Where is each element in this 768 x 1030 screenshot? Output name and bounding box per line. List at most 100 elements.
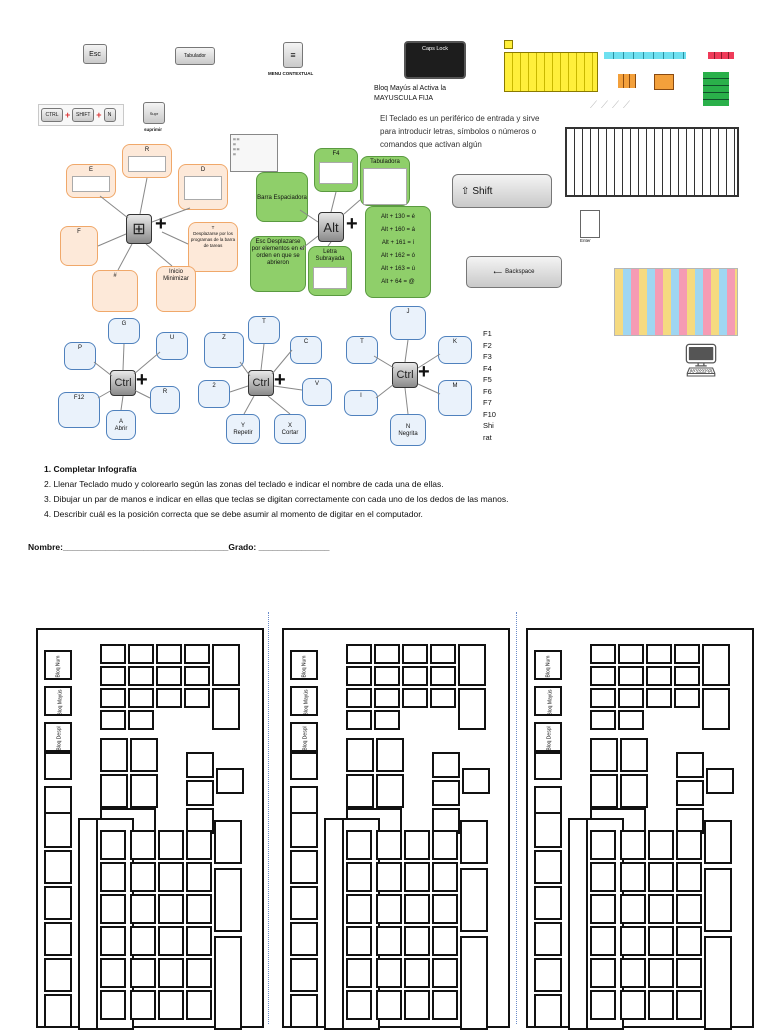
ctrl-key: CTRL — [41, 108, 63, 122]
blank-key-cell — [376, 738, 404, 772]
blank-key-cell — [346, 894, 372, 924]
keyboard-outline-image — [565, 127, 739, 197]
blank-key-cell — [158, 862, 184, 892]
cut-line — [516, 612, 517, 1024]
blank-key-cell — [706, 768, 734, 794]
blank-key-cell — [346, 990, 372, 1020]
blank-key-cell — [130, 862, 156, 892]
diagram-connectors — [93, 177, 441, 415]
lock-indicator-key: Bloq Num — [290, 650, 318, 680]
blank-key-cell — [186, 894, 212, 924]
blank-key-cell — [462, 768, 490, 794]
plus-icon: + — [65, 110, 71, 120]
blank-key-cell — [568, 818, 588, 1030]
blank-key-cell — [648, 990, 674, 1020]
blank-key-cell — [618, 644, 644, 664]
blank-key-cell — [346, 958, 372, 988]
blank-key-cell — [376, 926, 402, 956]
lock-indicator-key: Bloq Despl — [534, 722, 562, 752]
blank-key-cell — [290, 958, 318, 992]
blank-key-cell — [458, 644, 486, 686]
cyan-key-row — [604, 52, 686, 59]
blank-key-cell — [676, 958, 702, 988]
blank-key-cell — [186, 830, 212, 860]
blank-key-cell — [156, 666, 182, 686]
bloq-mayus-line1: Bloq Mayús al Activa la — [374, 85, 446, 92]
instruction-4: 4. Describir cuál es la posición correct… — [44, 509, 423, 519]
ctrl-shift-n-image: CTRL + SHIFT + N — [38, 104, 124, 126]
enter-label: Enter — [580, 238, 591, 243]
blank-key-cell — [702, 688, 730, 730]
blank-key-cell — [374, 688, 400, 708]
blank-key-cell — [620, 774, 648, 808]
blank-key-cell — [184, 666, 210, 686]
blank-key-cell — [212, 688, 240, 730]
blank-key-cell — [214, 868, 242, 932]
blank-key-cell — [676, 862, 702, 892]
ctrl-key-right: Ctrl — [392, 362, 418, 388]
cut-line — [268, 612, 269, 1024]
yellow-key-top — [504, 40, 513, 49]
bubble-r2: R — [150, 386, 180, 414]
blank-key-cell — [158, 926, 184, 956]
blank-key-cell — [44, 812, 72, 848]
blank-key-cell — [590, 644, 616, 664]
nombre-grado-line: Nombre:_________________________________… — [28, 542, 330, 552]
blank-key-cell — [620, 990, 646, 1020]
plus-sign: + — [346, 213, 358, 235]
pausa-key — [44, 752, 72, 780]
blank-key-cell — [432, 926, 458, 956]
blank-key-cell — [676, 926, 702, 956]
blank-key-cell — [212, 644, 240, 686]
blank-key-cell — [676, 894, 702, 924]
lock-indicator-label: Bloq Num — [301, 655, 308, 678]
bloq-despl-key — [44, 786, 72, 814]
blank-key-cell — [346, 774, 374, 808]
lock-indicator-label: Bloq Mayús — [547, 689, 554, 716]
shift-key-small: SHIFT — [72, 108, 95, 122]
blank-key-cell — [432, 990, 458, 1020]
bubble-z: Z — [204, 332, 244, 368]
blank-key-cell — [404, 830, 430, 860]
colored-keyboard-image — [500, 38, 736, 112]
blank-key-cell — [186, 862, 212, 892]
blank-key-cell — [376, 990, 402, 1020]
bubble-r: R — [122, 144, 172, 178]
blank-key-cell — [402, 666, 428, 686]
lock-indicator-key: Bloq Despl — [44, 722, 72, 752]
blank-key-cell — [676, 830, 702, 860]
lock-indicator-key: Bloq Mayús — [290, 686, 318, 716]
bubble-d: D — [178, 164, 228, 210]
person-computer-image: 🖥 — [680, 342, 722, 378]
blank-key-cell — [674, 666, 700, 686]
bloq-despl-key — [534, 786, 562, 814]
blank-key-cell — [44, 886, 72, 920]
plus-sign: + — [418, 361, 430, 383]
blank-key-cell — [100, 644, 126, 664]
pausa-key — [290, 752, 318, 780]
blank-key-cell — [78, 818, 98, 1030]
blank-key-cell — [100, 894, 126, 924]
blank-key-cell — [676, 990, 702, 1020]
instructions-list: 1. Completar Infografía 2. Llenar Teclad… — [44, 462, 744, 522]
blank-key-cell — [620, 894, 646, 924]
blank-key-cell — [534, 886, 562, 920]
blank-key-cell — [158, 990, 184, 1020]
blank-key-cell — [432, 894, 458, 924]
blank-key-cell — [620, 862, 646, 892]
instruction-2: 2. Llenar Teclado mudo y colorearlo segú… — [44, 479, 444, 489]
blank-key-cell — [130, 958, 156, 988]
blank-key-cell — [618, 710, 644, 730]
blank-key-cell — [704, 936, 732, 1030]
blank-key-cell — [404, 894, 430, 924]
orange-key-block — [618, 74, 636, 88]
blank-key-cell — [100, 688, 126, 708]
esc-key: Esc — [83, 44, 107, 64]
blank-key-cell — [128, 688, 154, 708]
blank-key-cell — [702, 644, 730, 686]
bubble-j: J — [390, 306, 426, 340]
blank-key-cell — [130, 738, 158, 772]
